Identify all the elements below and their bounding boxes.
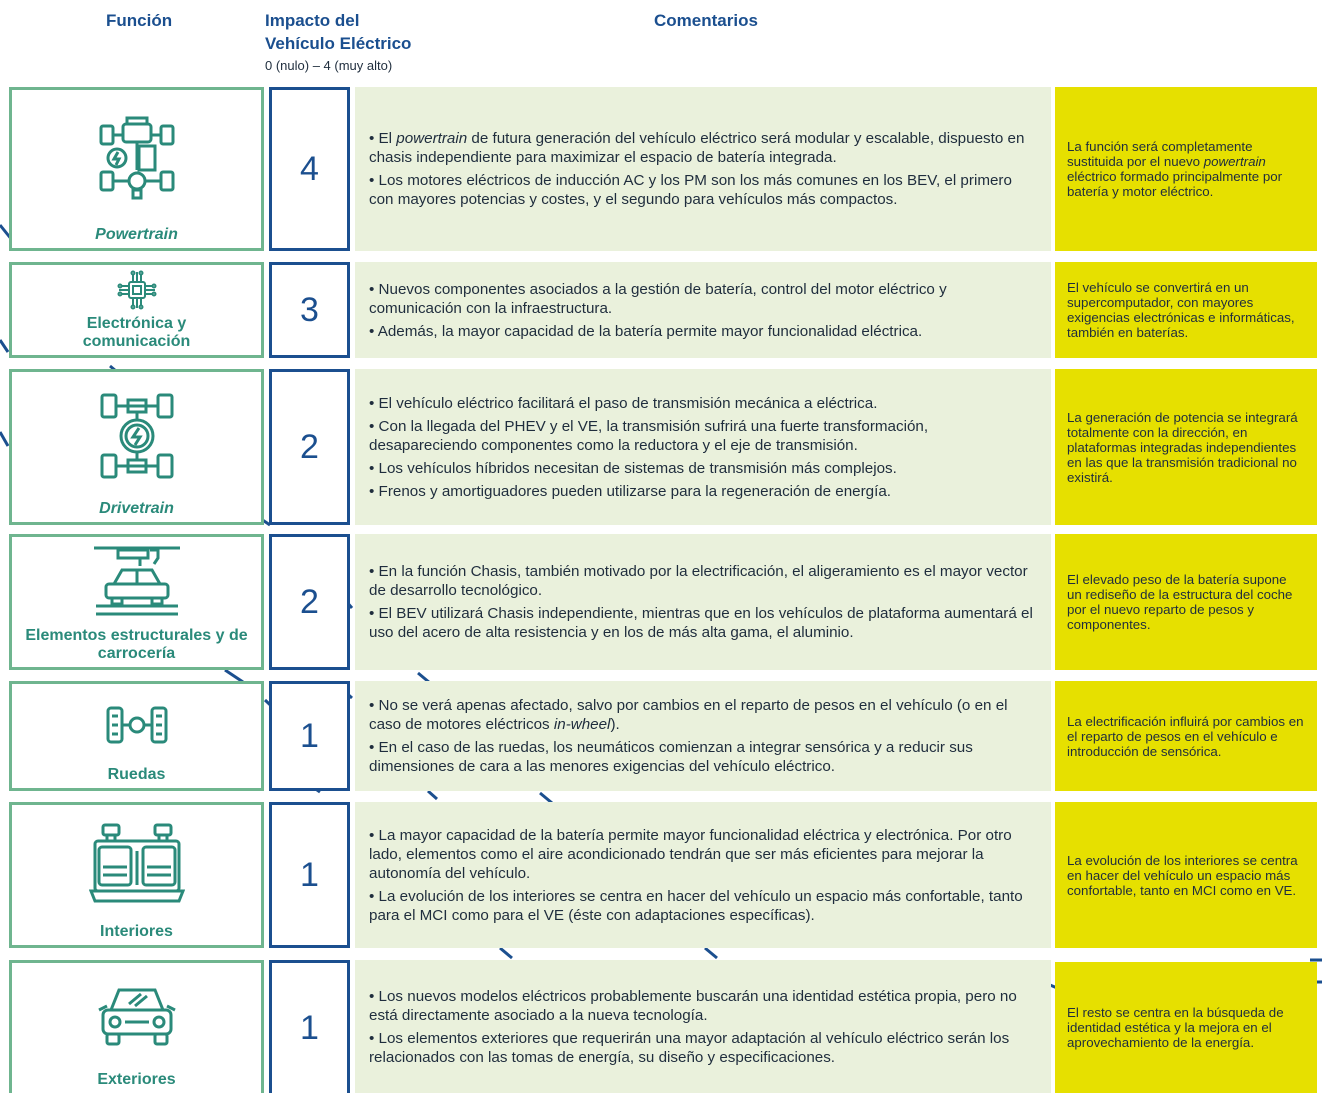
impact-value-estructurales: 2 [269,534,350,670]
header-funcion: Función [106,11,173,30]
function-label-electronica: Electrónica y comunicación [82,315,191,350]
impact-value-drivetrain: 2 [269,369,350,525]
header-impacto-line1: Impacto del [265,11,360,30]
car-front-icon [97,988,176,1046]
function-label-estructurales: Elementos estructurales y de carrocería [25,627,248,662]
comments-estructurales: • En la función Chasis, también motivado… [355,534,1051,670]
note-drivetrain: La generación de potencia se integrará t… [1055,369,1317,525]
powertrain-icon [99,116,174,200]
note-powertrain: La función será completamente sustituida… [1055,87,1317,251]
header-comentarios: Comentarios [654,11,758,30]
function-label-exteriores: Exteriores [97,1071,176,1088]
comment-item: • El vehículo eléctrico facilitará el pa… [369,394,878,412]
note-estructurales: El elevado peso de la batería supone un … [1055,534,1317,670]
comment-item: • Además, la mayor capacidad de la bater… [369,322,923,340]
drivetrain-icon [100,393,173,479]
function-label-interiores: Interiores [100,923,173,940]
function-cell-drivetrain: Drivetrain [9,369,264,525]
function-cell-powertrain: Powertrain [9,87,264,251]
seats-icon [88,823,185,903]
comment-item: • No se verá apenas afectado, salvo por … [369,697,1008,733]
comment-item: • Los vehículos híbridos necesitan de si… [369,459,897,477]
comments-powertrain: • El powertrain de futura generación del… [355,87,1051,251]
comment-item: • Nuevos componentes asociados a la gest… [369,280,947,317]
comment-item: • La evolución de los interiores se cent… [369,887,1023,924]
comment-item: • La mayor capacidad de la batería permi… [369,826,1012,882]
comment-item: • En la función Chasis, también motivado… [369,563,1028,599]
function-cell-interiores: Interiores [9,802,264,948]
function-cell-electronica: Electrónica y comunicación [9,262,264,358]
note-interiores: La evolución de los interiores se centra… [1055,802,1317,948]
function-label-drivetrain: Drivetrain [99,500,174,517]
note-electronica: El vehículo se convertirá en un supercom… [1055,262,1317,358]
comment-item: • Los elementos exteriores que requerirá… [369,1029,1010,1066]
comment-item: • Con la llegada del PHEV y el VE, la tr… [369,417,929,454]
car-body-icon [93,546,180,616]
impact-value-electronica: 3 [269,262,350,358]
function-cell-exteriores: Exteriores [9,960,264,1093]
note-exteriores: El resto se centra en la búsqueda de ide… [1055,962,1317,1093]
comments-ruedas: • No se verá apenas afectado, salvo por … [355,681,1051,791]
comments-drivetrain: • El vehículo eléctrico facilitará el pa… [355,369,1051,525]
chip-icon [117,270,156,310]
function-cell-estructurales: Elementos estructurales y de carrocería [9,534,264,670]
comment-item: • El BEV utilizará Chasis independiente,… [369,605,1033,641]
comments-exteriores: • Los nuevos modelos eléctricos probable… [355,960,1051,1093]
function-label-powertrain: Powertrain [95,226,178,243]
impact-value-powertrain: 4 [269,87,350,251]
comments-electronica: • Nuevos componentes asociados a la gest… [355,262,1051,358]
comment-item: • Los motores eléctricos de inducción AC… [369,172,1012,208]
header-impacto-line2: Vehículo Eléctrico [265,34,412,53]
impact-value-interiores: 1 [269,802,350,948]
header-impacto-scale: 0 (nulo) – 4 (muy alto) [265,58,393,73]
function-cell-ruedas: Ruedas [9,681,264,791]
comment-item: • Los nuevos modelos eléctricos probable… [369,987,1017,1024]
comments-interiores: • La mayor capacidad de la batería permi… [355,802,1051,948]
function-label-ruedas: Ruedas [107,766,166,783]
comment-item: • Frenos y amortiguadores pueden utiliza… [369,482,892,500]
note-ruedas: La electrificación influirá por cambios … [1055,681,1317,791]
comment-item: • El powertrain de futura generación del… [369,130,1025,166]
impact-value-ruedas: 1 [269,681,350,791]
comment-item: • En el caso de las ruedas, los neumátic… [369,739,973,775]
impact-value-exteriores: 1 [269,960,350,1093]
wheels-icon [106,706,167,744]
